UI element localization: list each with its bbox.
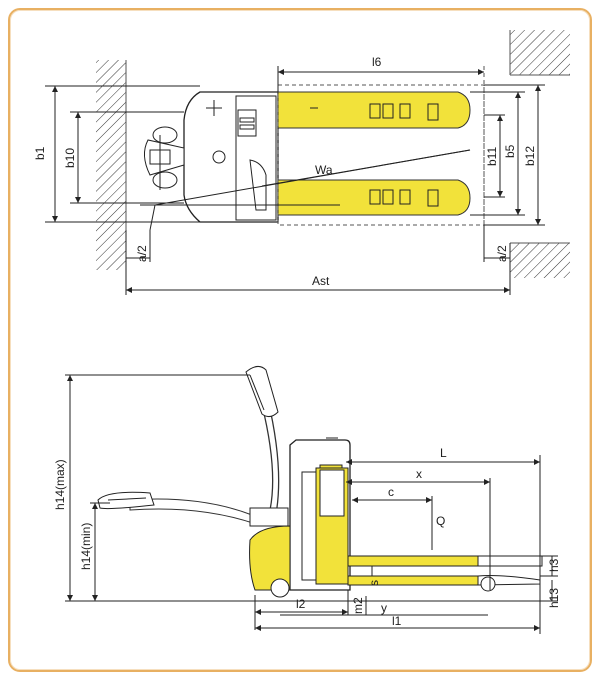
label-b10: b10 <box>63 148 77 168</box>
pallet-outline <box>277 84 485 226</box>
label-b11: b11 <box>485 147 499 166</box>
wall-top-right <box>510 30 570 75</box>
label-a2-right: a/2 <box>495 245 509 262</box>
drive-unit <box>249 525 291 591</box>
label-h14-max: h14(max) <box>53 459 67 510</box>
label-a2-left: a/2 <box>135 245 149 262</box>
side-view <box>65 366 558 634</box>
label-Q: Q <box>436 514 445 528</box>
drive-wheel <box>270 578 290 598</box>
label-L: L <box>440 446 447 460</box>
label-y: y <box>381 601 387 615</box>
label-x: x <box>416 467 422 481</box>
label-b12: b12 <box>523 146 537 166</box>
label-h3: h3 <box>547 558 561 572</box>
key-switch-icon <box>212 150 226 164</box>
tiller-top <box>144 126 185 190</box>
tiller-pivot <box>249 507 289 527</box>
label-l1: l1 <box>392 614 402 628</box>
label-s: s <box>367 580 381 586</box>
tiller-head-upper <box>245 366 279 418</box>
label-ast: Ast <box>312 274 330 288</box>
control-panel <box>237 109 257 137</box>
side-panel <box>249 159 267 211</box>
label-l2: l2 <box>296 597 306 611</box>
wall-bottom-right <box>510 243 570 278</box>
label-wa: Wa <box>315 163 333 177</box>
load-roller <box>480 576 496 592</box>
label-b5: b5 <box>503 144 517 158</box>
label-h14-min: h14(min) <box>79 523 93 570</box>
label-c: c <box>388 485 394 499</box>
fork-side-upper <box>347 555 479 567</box>
label-h13: h13 <box>547 588 561 608</box>
label-l6: l6 <box>372 55 382 69</box>
label-m2: m2 <box>351 597 365 614</box>
wall-left <box>96 60 126 270</box>
top-view <box>45 30 570 295</box>
label-b1: b1 <box>33 146 47 160</box>
tiller-head-lower <box>97 491 155 510</box>
